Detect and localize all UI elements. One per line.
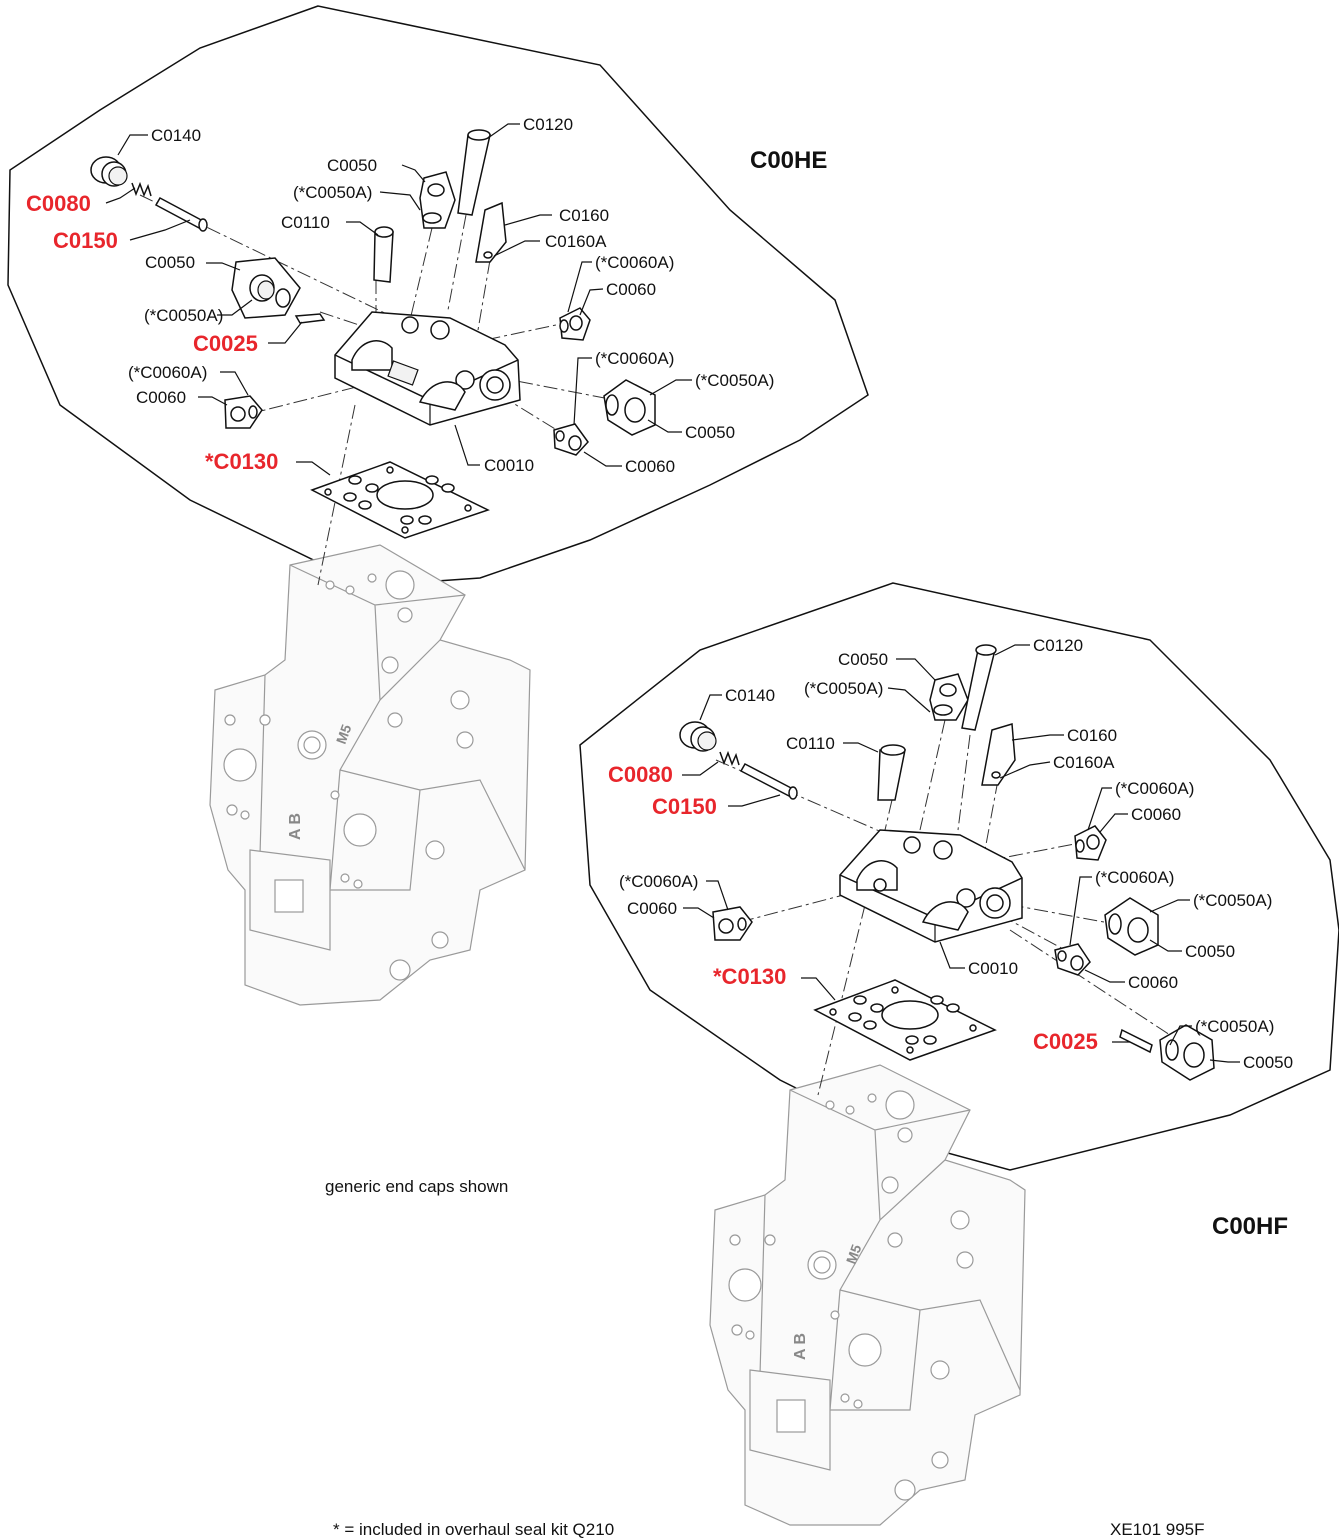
valve-body-c0010-bottom xyxy=(839,829,1023,943)
manifold-mark-m5: M5 xyxy=(333,722,355,746)
callout-c0060a-bottom-c: (*C0060A) xyxy=(1095,868,1174,887)
callout-c0050a-bottom-b: (*C0050A) xyxy=(1193,891,1272,910)
plug-c0140-bottom xyxy=(679,721,717,752)
plug-c0050-left xyxy=(231,257,301,319)
callout-c0060-top-b: C0060 xyxy=(136,388,186,407)
check-c0025 xyxy=(294,313,326,324)
screw-c0110 xyxy=(373,226,394,283)
spool-c0150 xyxy=(154,196,208,232)
assembly-c00he: M5 A B xyxy=(7,5,869,1006)
callout-c0160a-bottom: C0160A xyxy=(1053,753,1115,772)
screw-c0110-bottom xyxy=(877,744,906,801)
callout-c0025-bottom: C0025 xyxy=(1033,1029,1098,1054)
plug-c0050-right-bottom xyxy=(1104,897,1159,956)
callout-c0080-bottom: C0080 xyxy=(608,762,673,787)
drawing-reference: XE101 995F xyxy=(1110,1520,1205,1539)
callout-c0050a-top-a: (*C0050A) xyxy=(293,183,372,202)
callout-c0130-bottom: *C0130 xyxy=(713,964,786,989)
callout-c0120-top: C0120 xyxy=(523,115,573,134)
callout-c0050-top-c: C0050 xyxy=(685,423,735,442)
leader-lines-bottom xyxy=(682,644,1240,1063)
callout-c0050-top-a: C0050 xyxy=(327,156,377,175)
callout-c0110-top: C0110 xyxy=(281,213,330,232)
callout-c0060-bottom-a: C0060 xyxy=(1131,805,1181,824)
callout-c0060-top-c: C0060 xyxy=(625,457,675,476)
manifold-block-top: M5 A B xyxy=(209,544,531,1006)
callout-c0120-bottom: C0120 xyxy=(1033,636,1083,655)
plug-c0050-top xyxy=(419,171,456,229)
plug-c0140 xyxy=(90,156,128,187)
plug-c0050-right xyxy=(603,379,656,436)
callout-c0060a-bottom-b: (*C0060A) xyxy=(619,872,698,891)
plug-c0050-top-bottom xyxy=(929,673,969,721)
callout-c0060-top-a: C0060 xyxy=(606,280,656,299)
callout-c0050a-bottom-c: (*C0050A) xyxy=(1195,1017,1274,1036)
plug-c0060-lower xyxy=(553,423,589,456)
callout-c0060a-top-b: (*C0060A) xyxy=(128,363,207,382)
callout-c0050-bottom-a: C0050 xyxy=(838,650,888,669)
manifold-mark-ab: A B xyxy=(287,813,304,840)
check-c0025-bottom xyxy=(1119,1028,1153,1054)
callout-c0160a-top: C0160A xyxy=(545,232,607,251)
callout-c0060a-top-a: (*C0060A) xyxy=(595,253,674,272)
callout-c0080-top: C0080 xyxy=(26,191,91,216)
plug-c0060-left-bottom xyxy=(712,906,753,941)
spool-c0150-bottom xyxy=(739,763,798,800)
callout-c0160-bottom: C0160 xyxy=(1067,726,1117,745)
valve-body-c0010 xyxy=(334,311,521,426)
manifold-mark-m5-bottom: M5 xyxy=(843,1242,865,1266)
note-seal-kit: * = included in overhaul seal kit Q210 xyxy=(333,1520,614,1539)
callout-c0010-bottom: C0010 xyxy=(968,959,1018,978)
gasket-c0130 xyxy=(310,461,490,539)
manifold-block-bottom: M5 A B xyxy=(709,1064,1026,1526)
callout-c0160-top: C0160 xyxy=(559,206,609,225)
callout-c0060-bottom-b: C0060 xyxy=(627,899,677,918)
plug-c0060-right xyxy=(559,307,591,341)
callout-c0050-bottom-c: C0050 xyxy=(1243,1053,1293,1072)
screw-c0120-bottom xyxy=(961,644,997,731)
note-generic-end-caps: generic end caps shown xyxy=(325,1177,508,1196)
title-c00he: C00HE xyxy=(750,147,827,174)
callout-c0060-bottom-c: C0060 xyxy=(1128,973,1178,992)
callout-c0060a-bottom-a: (*C0060A) xyxy=(1115,779,1194,798)
callout-c0110-bottom: C0110 xyxy=(786,734,835,753)
callout-c0050a-bottom-a: (*C0050A) xyxy=(804,679,883,698)
callout-c0050-top-b: C0050 xyxy=(145,253,195,272)
callout-c0140-top: C0140 xyxy=(151,126,201,145)
plug-c0060-lower-bottom xyxy=(1054,943,1091,976)
callout-c0150-bottom: C0150 xyxy=(652,794,717,819)
plug-c0060-right-bottom xyxy=(1074,825,1107,861)
manifold-mark-ab-bottom: A B xyxy=(792,1333,809,1360)
screw-c0120 xyxy=(457,129,491,216)
plug-c0060-left xyxy=(224,395,263,429)
leader-lines-top xyxy=(105,123,692,476)
callout-c0050a-top-c: (*C0050A) xyxy=(695,371,774,390)
callout-c0130-top: *C0130 xyxy=(205,449,278,474)
callout-c0060a-top-c: (*C0060A) xyxy=(595,349,674,368)
assembly-c00hf: M5 A B xyxy=(579,582,1339,1526)
callout-c0025-top: C0025 xyxy=(193,331,258,356)
callout-c0140-bottom: C0140 xyxy=(725,686,775,705)
plug-c0160-bottom xyxy=(981,723,1016,786)
plug-c0160 xyxy=(475,201,507,263)
callout-c0050-bottom-b: C0050 xyxy=(1185,942,1235,961)
callout-c0050a-top-b: (*C0050A) xyxy=(144,306,223,325)
callout-c0010-top: C0010 xyxy=(484,456,534,475)
boundary-outline-bottom xyxy=(579,582,1339,1171)
title-c00hf: C00HF xyxy=(1212,1213,1288,1240)
callout-c0150-top: C0150 xyxy=(53,228,118,253)
spring-c0080-bottom xyxy=(719,750,740,767)
spring-c0080 xyxy=(131,181,152,198)
gasket-c0130-bottom xyxy=(813,979,997,1061)
